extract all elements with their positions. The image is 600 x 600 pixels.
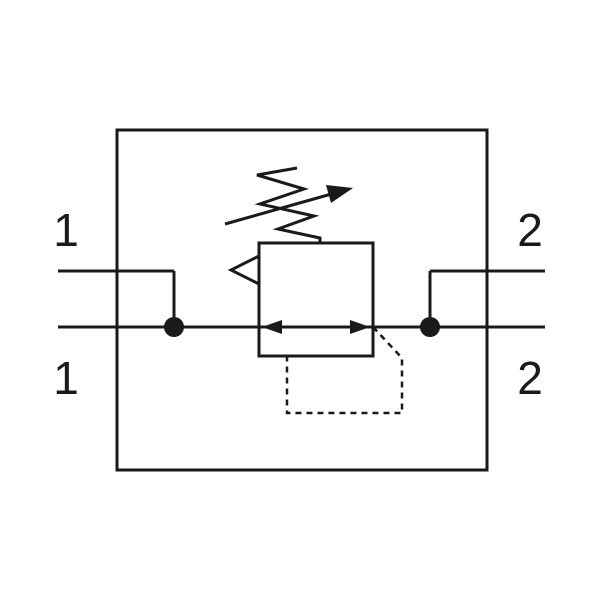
spring-adjust-arrow-shaft: [224, 191, 336, 226]
flow-arrow-icon: [350, 320, 370, 334]
pilot-triangle-icon: [227, 254, 260, 286]
adjustable-spring-icon: [254, 166, 322, 243]
flow-arrow-icon: [262, 320, 282, 334]
enclosure-frame: [115, 128, 489, 472]
junction-dot-icon: [420, 317, 440, 337]
junction-dot-icon: [164, 317, 184, 337]
pilot-line-dashed: [285, 326, 404, 415]
port-label-2-bottom: 2: [517, 352, 543, 404]
port-label-1-top: 1: [53, 204, 79, 256]
spring-adjust-arrowhead-icon: [326, 185, 353, 203]
port-label-1-bottom: 1: [53, 352, 79, 404]
port-label-2-top: 2: [517, 204, 543, 256]
valve-body: [257, 241, 375, 358]
